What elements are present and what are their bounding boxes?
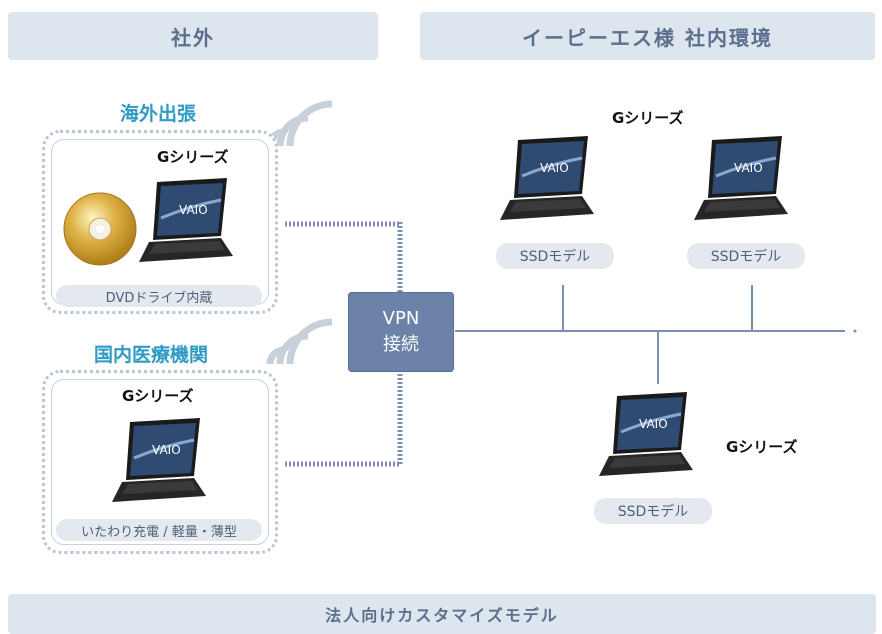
laptop-icon-right-2: VAIO [694, 136, 788, 220]
card-domestic-inner [51, 379, 269, 545]
card2-series: Gシリーズ [122, 387, 194, 405]
ssd-label-2: SSDモデル [687, 243, 805, 269]
laptop-icon-right-3: VAIO [599, 392, 693, 476]
laptop-icon-card1: VAIO [139, 178, 233, 262]
laptop-icon-card2: VAIO [112, 418, 206, 502]
card2-feature: いたわり充電 / 軽量・薄型 [56, 519, 262, 541]
card1-feature: DVDドライブ内蔵 [56, 285, 262, 307]
vpn-line2: 接続 [383, 334, 419, 355]
laptop-icon-right-1: VAIO [500, 136, 594, 220]
dvd-icon [63, 192, 137, 266]
card1-series: Gシリーズ [157, 148, 229, 166]
header-inside: イーピーエス様 社内環境 [420, 12, 875, 60]
laptop-logo: VAIO [179, 203, 208, 217]
header-outside: 社外 [8, 12, 378, 60]
vpn-box: VPN 接続 [348, 292, 454, 372]
laptop-logo: VAIO [540, 161, 569, 175]
laptop-logo: VAIO [152, 443, 181, 457]
ssd-label-3: SSDモデル [594, 498, 712, 524]
wifi-icon-2 [266, 318, 333, 365]
wifi-icon-1 [266, 100, 333, 147]
card1-title: 海外出張 [120, 103, 197, 125]
ssd-label-1: SSDモデル [496, 243, 614, 269]
vpn-line1: VPN [382, 308, 420, 329]
top-series-label: Gシリーズ [612, 109, 684, 127]
laptop-logo: VAIO [639, 417, 668, 431]
bottom-series-label: Gシリーズ [726, 438, 798, 456]
laptop-logo: VAIO [734, 161, 763, 175]
network-end-dot [853, 329, 857, 333]
card2-title: 国内医療機関 [94, 344, 209, 366]
